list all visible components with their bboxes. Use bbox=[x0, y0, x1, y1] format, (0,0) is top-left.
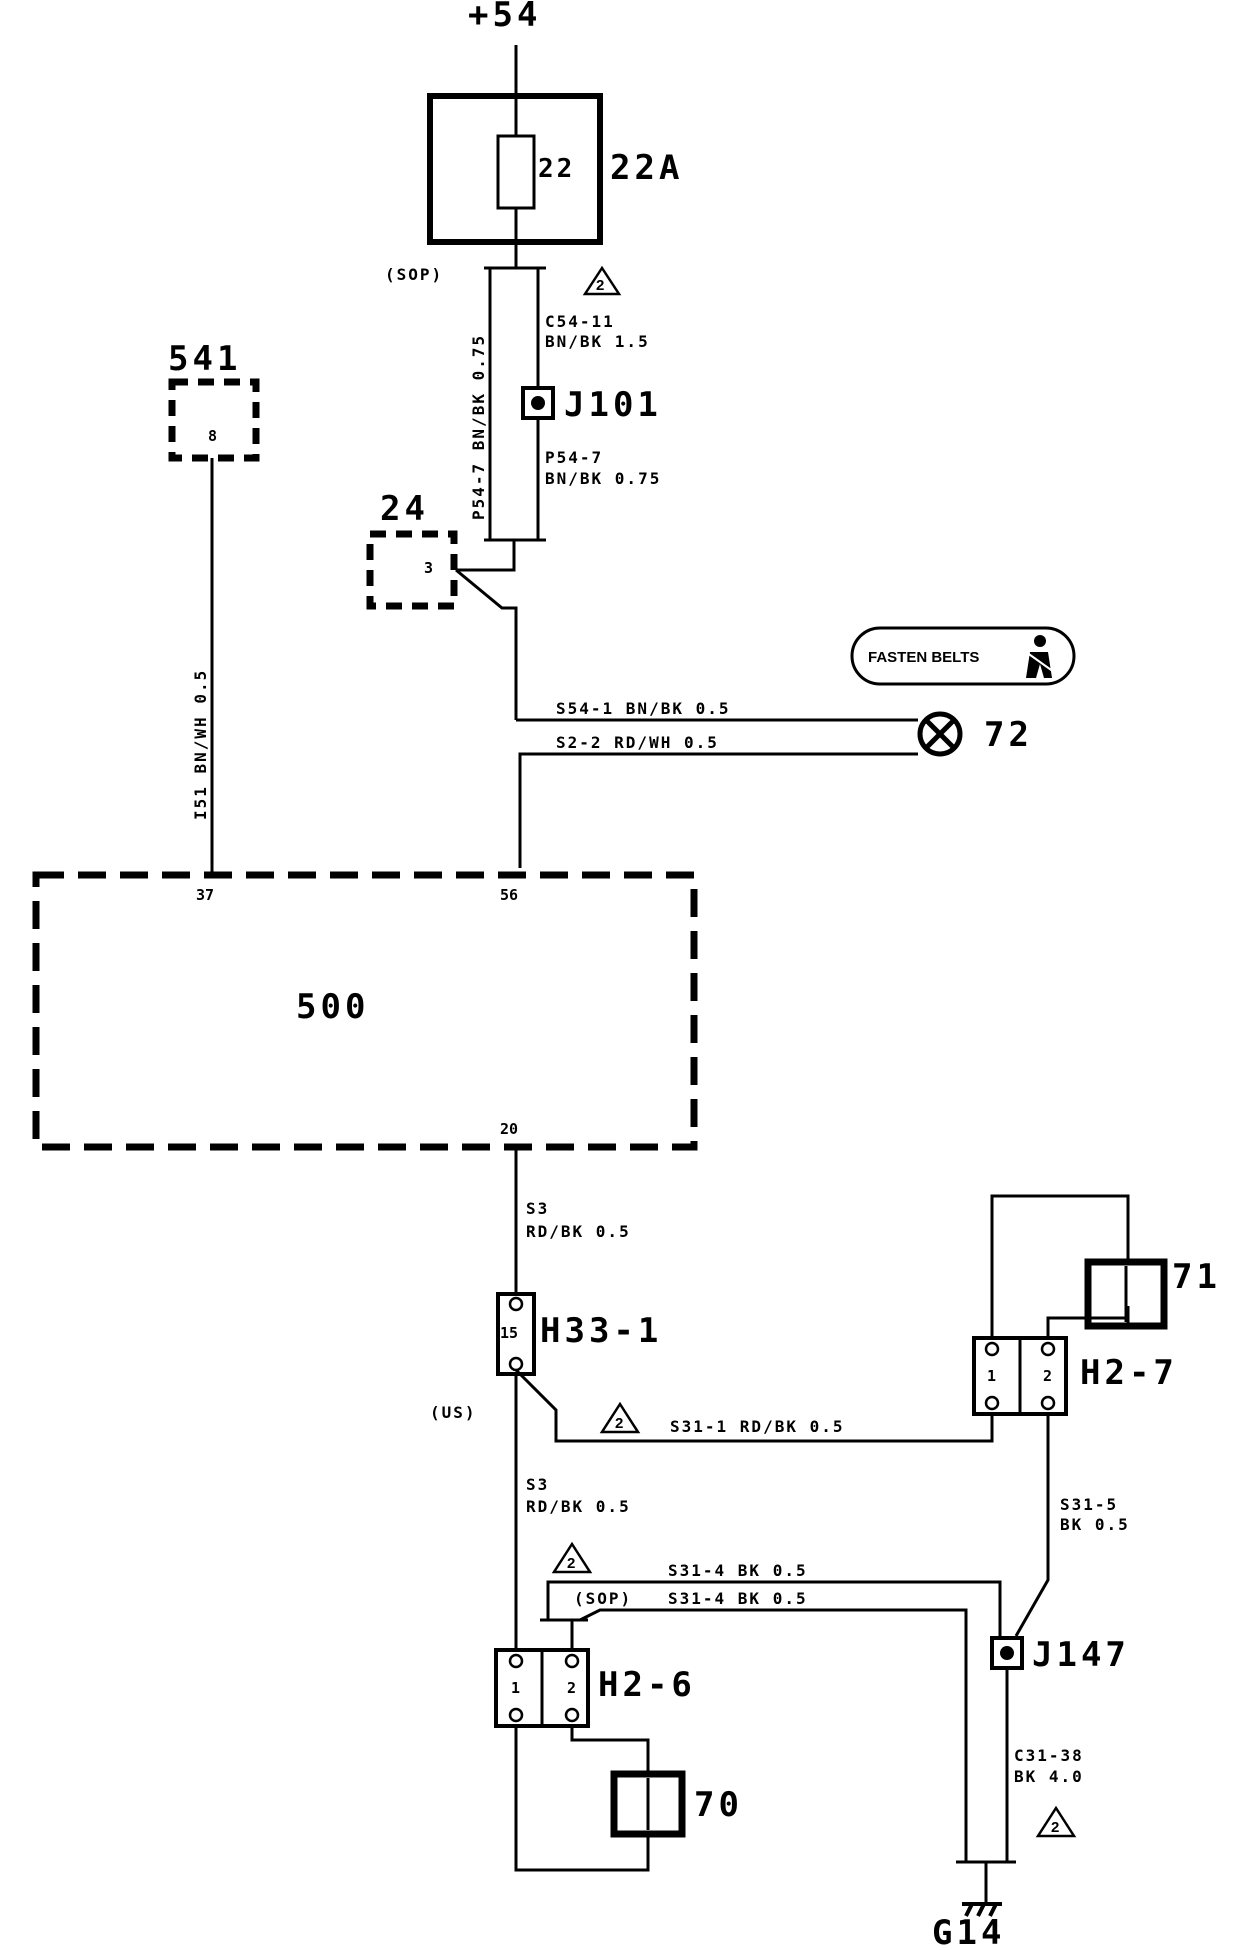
wire-71-loop-right bbox=[1046, 1306, 1130, 1340]
wire-70-loop-right bbox=[570, 1726, 650, 1774]
wire-label-s31-5: S31-5 bbox=[1060, 1495, 1118, 1514]
ground-icon bbox=[962, 1888, 1002, 1917]
fuse-sop-note: (SOP) bbox=[385, 265, 443, 284]
wire-label-s31-1: S31-1 RD/BK 0.5 bbox=[670, 1417, 845, 1436]
wire-label-c54-11-spec: BN/BK 1.5 bbox=[545, 332, 650, 351]
revision-triangle-4 bbox=[1035, 1805, 1077, 1838]
splice-j147-label: J147 bbox=[1032, 1635, 1130, 1675]
control-unit-500-pin-20: 20 bbox=[500, 1120, 518, 1138]
wire-label-c31-38: C31-38 bbox=[1014, 1746, 1084, 1765]
wire-s31-5 bbox=[1014, 1414, 1050, 1637]
connector-h2-7-pin1-top bbox=[984, 1341, 1000, 1357]
wire-label-p54-7-vertical: P54-7 BN/BK 0.75 bbox=[469, 334, 488, 520]
lamp-72-label: 72 bbox=[984, 715, 1033, 755]
ground-label: G14 bbox=[932, 1913, 1005, 1950]
connector-h2-6-sop-note: (SOP) bbox=[574, 1589, 632, 1608]
wire-s31-4-a bbox=[546, 1580, 1002, 1636]
splice-j101-label: J101 bbox=[564, 385, 662, 425]
connector-h2-7-label: H2-7 bbox=[1080, 1353, 1178, 1393]
revision-triangle-2 bbox=[599, 1401, 641, 1434]
switch-70-label: 70 bbox=[694, 1785, 743, 1825]
connector-h2-6-label: H2-6 bbox=[598, 1665, 696, 1705]
wire-24-to-harness bbox=[456, 540, 516, 572]
connector-h2-6-pin2-top bbox=[564, 1653, 580, 1669]
component-541-box bbox=[168, 378, 260, 462]
connector-h2-6-pin1-label: 1 bbox=[511, 1679, 520, 1697]
wire-label-c54-11: C54-11 bbox=[545, 312, 615, 331]
control-unit-500-pin-56: 56 bbox=[500, 886, 518, 904]
switch-71-label: 71 bbox=[1172, 1257, 1221, 1297]
connector-h2-6-pin2-bottom bbox=[564, 1707, 580, 1723]
connector-h33-1-pin: 15 bbox=[500, 1324, 518, 1342]
wire-24-to-lamp bbox=[455, 568, 518, 720]
connector-h33-1-us-note: (US) bbox=[430, 1403, 477, 1422]
component-24-label: 24 bbox=[380, 489, 429, 529]
wire-71-loop-left bbox=[990, 1194, 1130, 1340]
revision-triangle-4-number: 2 bbox=[1051, 1819, 1059, 1836]
connector-h2-6-pin2-label: 2 bbox=[567, 1679, 576, 1697]
splice-j101-dot bbox=[531, 396, 545, 410]
supply-label: +54 bbox=[468, 0, 541, 35]
fuse-element bbox=[496, 134, 536, 210]
wire-70-loop-left bbox=[514, 1726, 650, 1872]
wire-s31-1 bbox=[514, 1368, 994, 1443]
connector-h2-7-pin2-top bbox=[1040, 1341, 1056, 1357]
fuse-label: 22A bbox=[610, 148, 683, 188]
control-unit-500-box bbox=[32, 871, 698, 1151]
wire-s2-2 bbox=[518, 752, 918, 868]
fuse-pin: 22 bbox=[538, 154, 575, 184]
control-unit-500-pin-37: 37 bbox=[196, 886, 214, 904]
wire-label-s3-top-spec: RD/BK 0.5 bbox=[526, 1222, 631, 1241]
connector-h2-7-pin1-label: 1 bbox=[987, 1367, 996, 1385]
fasten-belts-sign bbox=[850, 626, 1076, 686]
wire-label-p54-7-spec: BN/BK 0.75 bbox=[545, 469, 661, 488]
splice-j147-dot bbox=[1000, 1646, 1014, 1660]
lamp-72-icon bbox=[917, 711, 963, 757]
connector-h33-1-label: H33-1 bbox=[540, 1311, 662, 1351]
component-24-box bbox=[366, 530, 458, 610]
wire-label-s31-5-spec: BK 0.5 bbox=[1060, 1515, 1130, 1534]
component-541-pin: 8 bbox=[208, 427, 217, 445]
component-24-pin: 3 bbox=[424, 559, 433, 577]
wire-label-s3-top: S3 bbox=[526, 1199, 549, 1218]
revision-triangle-3 bbox=[551, 1541, 593, 1574]
component-541-label: 541 bbox=[168, 339, 241, 379]
connector-h2-7-pin1-bottom bbox=[984, 1395, 1000, 1411]
revision-triangle-1 bbox=[582, 265, 622, 296]
wire-label-s2-2: S2-2 RD/WH 0.5 bbox=[556, 733, 719, 752]
fuse-box-22a bbox=[427, 93, 603, 245]
wire-label-s3-mid: S3 bbox=[526, 1475, 549, 1494]
wire-label-c31-38-spec: BK 4.0 bbox=[1014, 1767, 1084, 1786]
wire-label-s54-1: S54-1 BN/BK 0.5 bbox=[556, 699, 731, 718]
connector-h2-6-pin1-top bbox=[508, 1653, 524, 1669]
connector-h2-6-pin1-bottom bbox=[508, 1707, 524, 1723]
revision-triangle-3-number: 2 bbox=[567, 1555, 575, 1572]
wire-label-p54-7: P54-7 bbox=[545, 448, 603, 467]
control-unit-500-label: 500 bbox=[296, 987, 369, 1027]
fasten-belts-text: FASTEN BELTS bbox=[868, 649, 979, 666]
wire-label-i51: I51 BN/WH 0.5 bbox=[191, 669, 210, 820]
wire-s31-4-b bbox=[579, 1608, 968, 1862]
revision-triangle-1-number: 2 bbox=[596, 277, 604, 294]
connector-h2-7-pin2-label: 2 bbox=[1043, 1367, 1052, 1385]
wire-label-s31-4-a: S31-4 BK 0.5 bbox=[668, 1561, 808, 1580]
revision-triangle-2-number: 2 bbox=[615, 1415, 623, 1432]
connector-h2-7-pin2-bottom bbox=[1040, 1395, 1056, 1411]
wire-label-s3-mid-spec: RD/BK 0.5 bbox=[526, 1497, 631, 1516]
connector-h33-1-pin-top bbox=[508, 1296, 524, 1312]
connector-h33-1-pin-bottom bbox=[508, 1356, 524, 1372]
seatbelt-person-icon bbox=[1025, 635, 1055, 678]
wire-label-s31-4-b: S31-4 BK 0.5 bbox=[668, 1589, 808, 1608]
